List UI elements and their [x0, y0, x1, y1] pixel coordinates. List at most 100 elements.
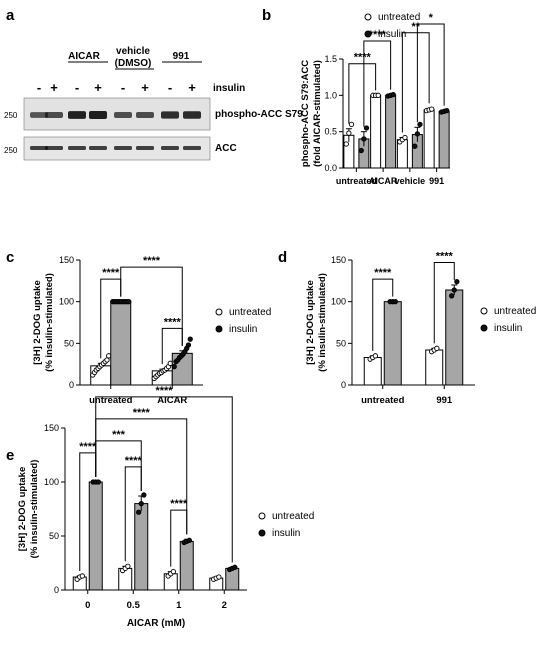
e-point-0-2-2	[170, 568, 177, 575]
b-point-0-0-0	[343, 141, 349, 147]
e-point-1-2-2	[186, 537, 193, 543]
b-y-axis-label-line-1: (fold AICAR-stimulated)	[312, 60, 323, 167]
e-x-axis-label: AICAR (mM)	[127, 618, 185, 629]
b-point-1-0-0	[358, 147, 364, 154]
group-label-vehicle: vehicle	[116, 46, 150, 57]
e-bar-insulin-1	[134, 503, 149, 591]
d-significance-label-1: ****	[436, 251, 454, 263]
e-category-label-3: 2	[222, 600, 227, 611]
e-category-label-0: 0	[85, 600, 90, 611]
b-y-tick-label-3: 1.5	[324, 54, 337, 64]
lane-sign-4: -	[121, 80, 125, 95]
blot-bands	[30, 111, 201, 150]
group-label-aicar: AICAR	[68, 51, 100, 62]
e-legend-marker-untreated	[258, 512, 266, 520]
c-legend-marker-insulin	[215, 325, 223, 333]
d-point-1-1-2	[454, 279, 460, 285]
d-point-1-0-2	[392, 299, 398, 305]
b-point-0-1-2	[375, 92, 381, 98]
insulin-row-label: insulin	[213, 83, 245, 94]
b-category-label-1: AICAR	[369, 176, 398, 186]
d-legend-label-insulin: insulin	[494, 323, 522, 334]
panel-letter-d: d	[278, 249, 287, 266]
b-bar-untreated-1	[370, 94, 382, 169]
b-point-1-2-1	[414, 131, 421, 137]
d-y-axis-label-line-0: [3H] 2-DOG uptake	[305, 280, 316, 364]
band-acc-lane-7	[183, 146, 201, 150]
b-point-0-0-1	[346, 130, 352, 136]
band-acc-lane-5	[136, 146, 154, 150]
band-phospho-acc-lane-0	[30, 112, 48, 118]
d-y-tick-label-2: 100	[331, 297, 346, 307]
e-significance-label-4: ****	[133, 407, 151, 419]
c-legend-marker-untreated	[215, 308, 223, 316]
b-bar-untreated-3	[423, 109, 435, 169]
e-point-1-1-2	[141, 492, 147, 498]
panel-letter-c: c	[6, 249, 14, 266]
b-significance-bracket-2	[401, 32, 430, 133]
d-significance-bracket-0	[372, 278, 394, 351]
e-y-axis-label-line-1: (% insulin-stimulated)	[29, 460, 40, 559]
d-y-tick-label-3: 150	[331, 255, 346, 265]
lane-sign-6: -	[168, 80, 172, 95]
e-point-1-1-0	[135, 509, 142, 515]
b-point-1-0-2	[363, 125, 370, 131]
lane-sign-3: +	[94, 80, 102, 95]
e-bar-insulin-3	[225, 567, 240, 591]
b-category-label-0: untreated	[336, 176, 377, 186]
blot-label-phospho-acc: phospho-ACC S79	[215, 109, 303, 120]
d-significance-label-0: ****	[374, 267, 392, 279]
b-bar-insulin-3	[438, 110, 450, 169]
c-y-tick-label-0: 0	[69, 380, 74, 390]
b-point-1-1-2	[390, 91, 396, 98]
c-significance-bracket-2	[120, 266, 183, 346]
e-point-1-0-2	[95, 479, 102, 485]
c-category-label-1: AICAR	[157, 395, 187, 406]
lane-sign-1: +	[50, 80, 58, 95]
b-point-0-2-2	[402, 134, 408, 141]
band-phospho-acc-lane-4	[114, 112, 132, 118]
band-phospho-acc-lane-1	[45, 111, 63, 119]
c-point-1-0-9	[126, 299, 132, 305]
b-significance-label-1: ****	[369, 29, 387, 41]
d-y-tick-label-0: 0	[341, 380, 346, 390]
d-bar-untreated-1	[425, 349, 444, 386]
b-significance-bracket-1	[363, 40, 392, 127]
band-phospho-acc-lane-7	[183, 111, 201, 119]
panel-letter-a: a	[6, 7, 15, 24]
d-y-axis-label: [3H] 2-DOG uptake(% insulin-stimulated)	[305, 273, 328, 372]
lane-sign-7: +	[188, 80, 196, 95]
band-acc-lane-0	[30, 146, 48, 150]
band-phospho-acc-lane-3	[89, 111, 107, 119]
band-acc-lane-6	[161, 146, 179, 150]
b-significance-bracket-0	[348, 63, 377, 124]
e-significance-label-1: ****	[125, 455, 143, 467]
d-legend-marker-untreated	[480, 307, 488, 315]
e-y-axis-label-line-0: [3H] 2-DOG uptake	[17, 467, 28, 551]
panel-letter-e: e	[6, 447, 14, 464]
e-y-axis-label: [3H] 2-DOG uptake(% insulin-stimulated)	[17, 460, 40, 559]
c-category-label-0: untreated	[89, 395, 132, 406]
lane-signs: -+-+-+-+	[37, 80, 196, 95]
b-point-0-3-2	[429, 106, 435, 112]
band-acc-lane-2	[68, 146, 86, 150]
e-legend-label-untreated: untreated	[272, 511, 314, 522]
e-point-0-1-2	[125, 563, 131, 569]
b-category-label-3: 991	[429, 176, 444, 186]
e-y-tick-label-1: 50	[49, 531, 59, 541]
d-bar-untreated-0	[363, 357, 382, 386]
e-legend-label-insulin: insulin	[272, 528, 300, 539]
c-y-axis-label: [3H] 2-DOG uptake(% insulin-stimulated)	[32, 273, 55, 372]
band-phospho-acc-lane-6	[161, 111, 179, 119]
mw-marker-bottom: 250	[4, 146, 18, 155]
e-point-0-3-2	[216, 574, 222, 580]
e-y-tick-label-3: 150	[44, 423, 59, 433]
b-significance-label-3: *	[429, 12, 434, 24]
d-category-label-1: 991	[436, 395, 453, 406]
e-bar-insulin-0	[88, 481, 103, 591]
e-category-label-1: 0.5	[127, 600, 141, 611]
d-point-1-1-1	[451, 287, 457, 293]
band-phospho-acc-lane-5	[136, 111, 154, 119]
